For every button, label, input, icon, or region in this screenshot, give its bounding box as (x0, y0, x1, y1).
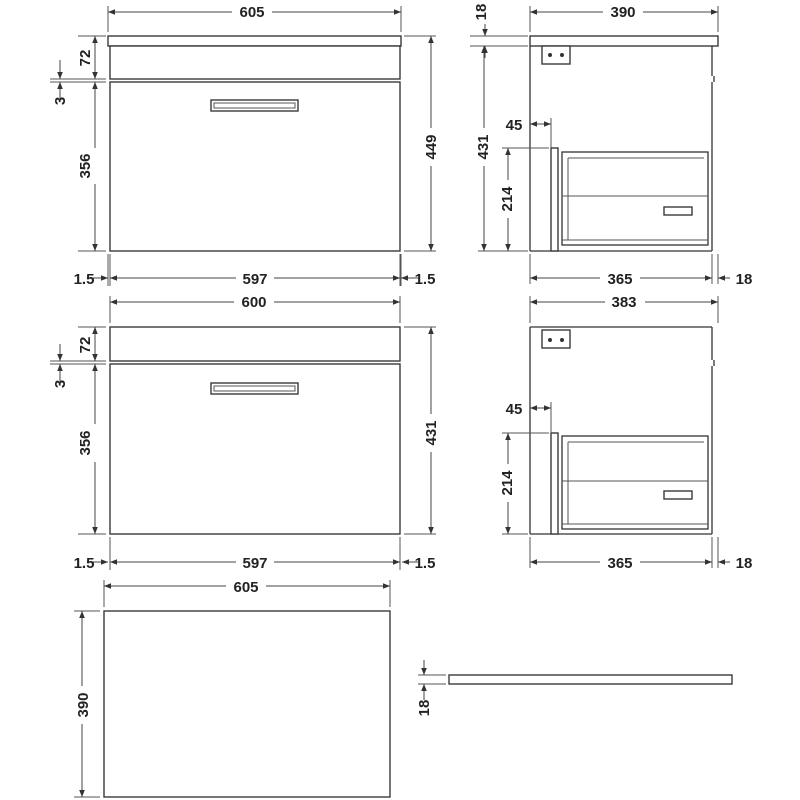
worktop-edge-view: 18 (416, 660, 733, 716)
dimension-width-bottom: 600 (109, 292, 401, 323)
dimension-drawer-offset-bottom: 45 (506, 401, 552, 433)
drawer-box (561, 151, 709, 246)
dimension-overall-height-bottom: 431 (404, 326, 440, 535)
dimension-door-height: 356 (77, 82, 106, 252)
side-top-thickness-label: 18 (473, 4, 490, 21)
dimension-door-width-bottom: 1.5 597 1.5 (74, 537, 436, 572)
front-view-top: 605 72 3 356 4 (50, 3, 440, 288)
side-view-bottom: 383 45 214 365 18 (497, 292, 752, 572)
front-top-inset-left-label: 1.5 (74, 271, 95, 288)
dimension-drawer-depth-bottom: 365 18 (529, 537, 753, 572)
dimension-worktop-height-bottom: 72 (77, 326, 106, 362)
worktop-top (107, 35, 402, 47)
side-bottom-drawer-height-label: 214 (499, 470, 516, 496)
front-bottom-width-label: 600 (241, 294, 266, 311)
plan-depth-label: 390 (75, 692, 92, 717)
dimension-door-width: 1.5 597 1.5 (74, 254, 436, 288)
front-bottom-inset-right-label: 1.5 (415, 555, 436, 572)
front-top-door-width-label: 597 (242, 271, 267, 288)
wall-bracket (541, 45, 571, 65)
dimension-width-top: 605 (107, 3, 402, 32)
dimension-drawer-height: 214 (497, 147, 549, 252)
side-top-offset-label: 45 (506, 117, 523, 134)
side-bottom-drawer-depth-label: 365 (607, 555, 632, 572)
dimension-drawer-height-bottom: 214 (497, 432, 549, 535)
drawer-box-bottom (561, 435, 709, 530)
front-bottom-height-label: 431 (423, 420, 440, 445)
side-bottom-depth-label: 383 (611, 294, 636, 311)
dimension-worktop-height: 72 (77, 35, 106, 80)
front-bottom-worktop-height-label: 72 (77, 337, 94, 354)
front-top-height-label: 449 (423, 134, 440, 159)
dimension-plan-depth: 390 (70, 610, 100, 798)
side-bottom-offset-label: 45 (506, 401, 523, 418)
worktop-plan (103, 610, 391, 798)
side-top-drawer-depth-label: 365 (607, 271, 632, 288)
door-handle (210, 99, 299, 112)
plan-width-label: 605 (233, 579, 258, 596)
dimension-side-height: 431 (472, 46, 528, 252)
side-bottom-back-gap-label: 18 (736, 555, 753, 572)
front-top-gap-label: 3 (52, 97, 69, 105)
dimension-overall-height: 449 (404, 35, 440, 252)
door-handle-bottom (210, 382, 299, 395)
drawer-handle-side (663, 206, 693, 216)
wall-bracket-bottom (541, 329, 571, 349)
side-view-top: 18 390 431 45 214 (470, 3, 752, 288)
drawer-handle-side-bottom (663, 490, 693, 500)
plinth-rail (109, 45, 401, 80)
dimension-side-depth-bottom: 383 (529, 292, 719, 323)
worktop-plan-view: 605 390 (70, 576, 391, 798)
dimension-drawer-depth: 365 18 (529, 254, 753, 288)
side-top-height-label: 431 (475, 134, 492, 159)
side-top-drawer-height-label: 214 (499, 186, 516, 212)
dimension-door-height-bottom: 356 (77, 364, 106, 535)
door-handle-inner (213, 102, 296, 109)
side-top-depth-label: 390 (610, 4, 635, 21)
front-top-door-height-label: 356 (77, 153, 94, 178)
front-top-worktop-height-label: 72 (77, 50, 94, 67)
dimension-drawer-offset: 45 (506, 117, 552, 148)
front-top-inset-right-label: 1.5 (415, 271, 436, 288)
edge-thickness-label: 18 (416, 700, 433, 717)
plinth-rail-bottom (109, 326, 401, 362)
worktop-side (529, 35, 719, 47)
drawer-front-side-bottom (550, 432, 559, 535)
front-top-width-label: 605 (239, 4, 264, 21)
dimension-worktop-thickness: 18 (470, 4, 528, 58)
dimension-side-depth: 390 (529, 3, 719, 32)
side-top-back-gap-label: 18 (736, 271, 753, 288)
dimension-plan-width: 605 (103, 576, 391, 607)
dimension-edge-thickness: 18 (416, 660, 446, 716)
front-bottom-inset-left-label: 1.5 (74, 555, 95, 572)
front-bottom-door-height-label: 356 (77, 430, 94, 455)
front-view-bottom: 600 72 3 356 431 (50, 292, 440, 572)
front-bottom-door-width-label: 597 (242, 555, 267, 572)
drawer-front-side (550, 147, 559, 252)
worktop-edge (448, 674, 733, 685)
front-bottom-gap-label: 3 (52, 380, 69, 388)
